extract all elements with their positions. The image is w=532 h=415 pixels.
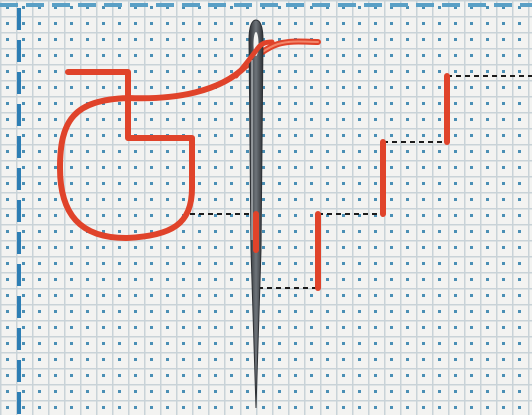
needlework-canvas	[0, 0, 532, 415]
needlework-illustration	[0, 0, 532, 415]
aida-fabric	[0, 0, 532, 415]
